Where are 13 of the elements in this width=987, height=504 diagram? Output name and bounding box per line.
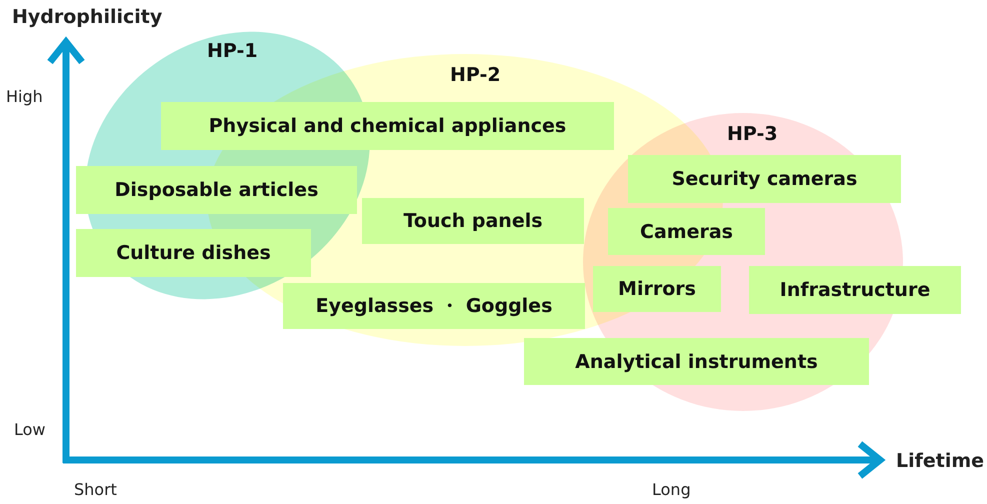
zone-title: HP-2 — [450, 64, 501, 86]
application-box: Physical and chemical appliances — [161, 102, 614, 150]
axis-label: Long — [652, 480, 691, 499]
application-box: Infrastructure — [749, 266, 961, 314]
zone-title: HP-1 — [207, 40, 258, 62]
axis-label: Low — [14, 420, 46, 439]
application-box: Mirrors — [593, 266, 721, 312]
axis-label: High — [6, 87, 43, 106]
axis-label: Short — [74, 480, 117, 499]
zone-title: HP-3 — [727, 123, 778, 145]
axis-label: Hydrophilicity — [12, 6, 162, 28]
application-box: Analytical instruments — [524, 338, 869, 385]
axis-label: Lifetime — [896, 450, 984, 472]
